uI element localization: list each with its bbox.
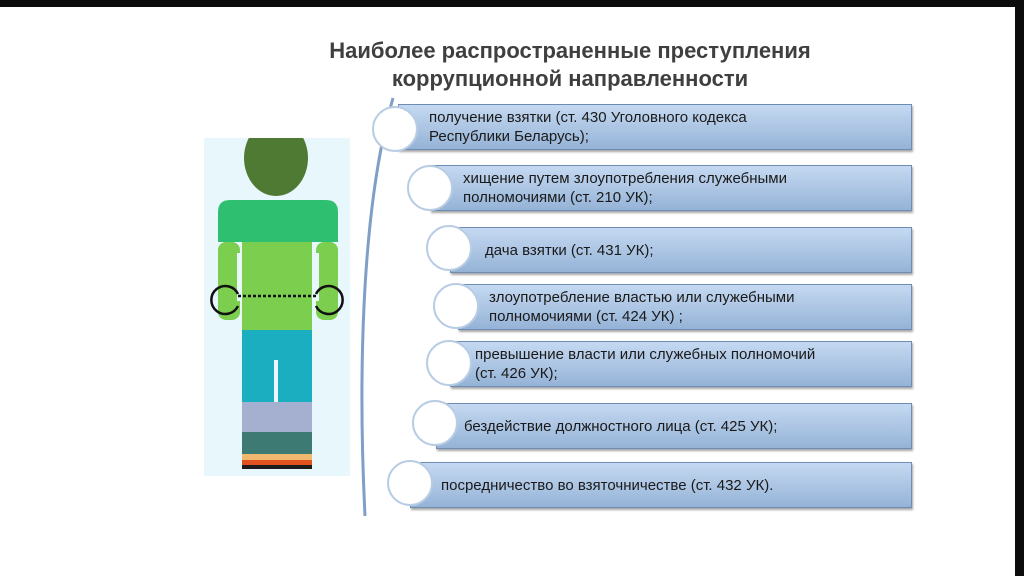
- person-in-handcuffs-icon: [204, 138, 350, 476]
- list-item-text: дача взятки (ст. 431 УК);: [485, 241, 654, 259]
- figure-shoulders: [218, 200, 338, 242]
- circle-bullet-icon: [407, 165, 453, 211]
- list-item-text: превышение власти или служебных полномоч…: [475, 346, 816, 382]
- list-item-1: получение взятки (ст. 430 Уголовного код…: [398, 104, 912, 150]
- list-item-4: злоупотребление властью или служебными п…: [458, 284, 912, 330]
- bracket-arc: [360, 97, 395, 517]
- list-item-text: получение взятки (ст. 430 Уголовного код…: [429, 109, 747, 145]
- circle-bullet-icon: [433, 283, 479, 329]
- title-line-1: Наиболее распространенные преступления: [329, 38, 811, 63]
- figure-right-sleeve-line: [316, 253, 319, 301]
- circle-bullet-icon: [387, 460, 433, 506]
- handcuffs-icon: [210, 284, 344, 316]
- list-item-text: злоупотребление властью или служебными п…: [489, 289, 795, 325]
- figure-boots: [242, 432, 312, 454]
- right-edge-bar: [1015, 0, 1024, 576]
- figure-left-arm: [218, 242, 240, 320]
- circle-bullet-icon: [426, 225, 472, 271]
- figure-right-arm: [316, 242, 338, 320]
- figure-torso: [242, 242, 312, 330]
- figure-sole-mid: [242, 460, 312, 465]
- list-item-text: хищение путем злоупотребления служебными…: [463, 170, 787, 206]
- top-edge-bar: [0, 0, 1024, 7]
- figure-left-sleeve-line: [237, 253, 240, 301]
- list-item-text: посредничество во взяточничестве (ст. 43…: [441, 476, 774, 494]
- figure-sole-top: [242, 454, 312, 460]
- page-title: Наиболее распространенные преступления к…: [270, 37, 870, 93]
- figure-sole-bottom: [242, 465, 312, 469]
- list-item-5: превышение власти или служебных полномоч…: [450, 341, 912, 387]
- list-item-6: бездействие должностного лица (ст. 425 У…: [436, 403, 912, 449]
- list-item-3: дача взятки (ст. 431 УК);: [450, 227, 912, 273]
- title-line-2: коррупционной направленности: [391, 66, 749, 91]
- figure-shins: [242, 402, 312, 432]
- figure-head: [244, 138, 308, 196]
- circle-bullet-icon: [372, 106, 418, 152]
- list-item-2: хищение путем злоупотребления служебными…: [430, 165, 912, 211]
- list-item-7: посредничество во взяточничестве (ст. 43…: [410, 462, 912, 508]
- list-item-text: бездействие должностного лица (ст. 425 У…: [464, 417, 778, 435]
- circle-bullet-icon: [412, 400, 458, 446]
- circle-bullet-icon: [426, 340, 472, 386]
